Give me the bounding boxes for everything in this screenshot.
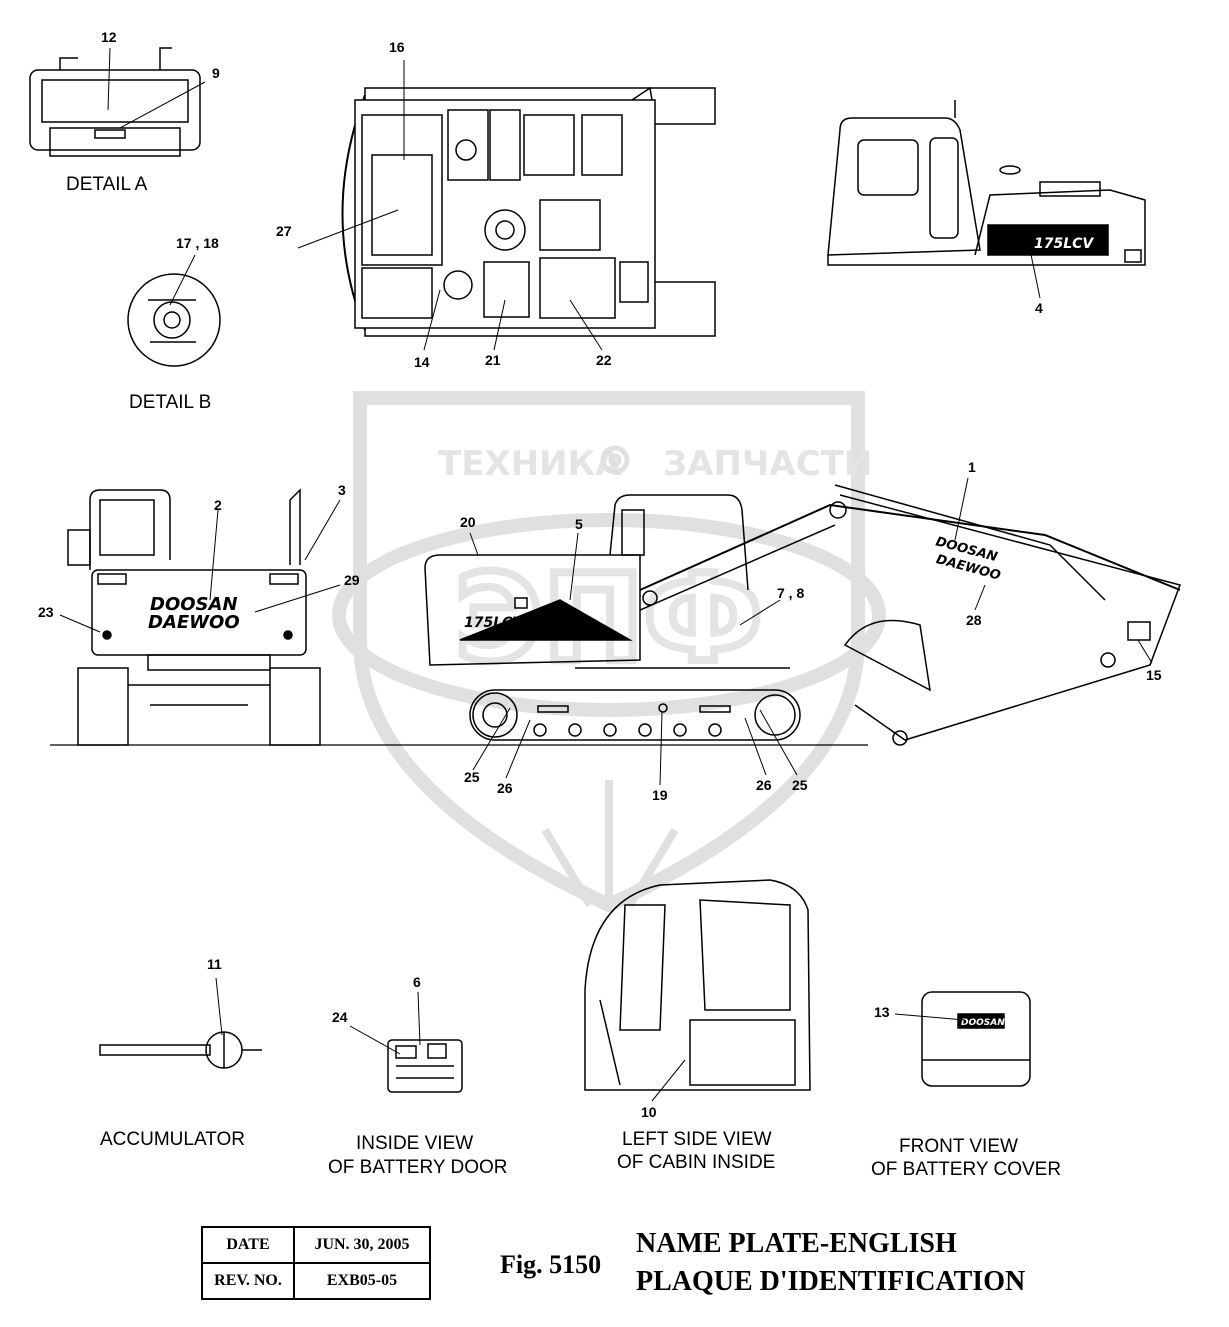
detail-b-label: DETAIL B [129, 392, 211, 413]
accumulator-drawing [99, 1031, 262, 1069]
callout-27: 27 [276, 223, 292, 239]
battery-door-label-line2: OF BATTERY DOOR [328, 1157, 507, 1178]
callout-19: 19 [652, 787, 668, 803]
date-label: DATE [201, 1226, 295, 1264]
revision-row: REV. NO. EXB05-05 [201, 1262, 431, 1300]
cabin-label-line1: LEFT SIDE VIEW [622, 1129, 772, 1150]
revision-label: REV. NO. [201, 1262, 295, 1300]
rear-view-drawing [67, 488, 321, 746]
callout-22: 22 [596, 352, 612, 368]
callout-21: 21 [485, 352, 501, 368]
callout-20: 20 [460, 514, 476, 530]
callout-15: 15 [1146, 667, 1162, 683]
rear-daewoo-logo: DAEWOO [148, 612, 240, 633]
rear-doosan-logo: DOOSAN [150, 594, 238, 615]
watermark-gear-icon [600, 445, 630, 475]
side-view-drawing [827, 100, 1146, 266]
callout-26-right: 26 [756, 777, 772, 793]
callout-24: 24 [332, 1009, 348, 1025]
battery-door-label-line1: INSIDE VIEW [356, 1133, 473, 1154]
top-view-drawing [341, 86, 716, 337]
callout-17-18: 17 , 18 [176, 235, 219, 251]
callout-13: 13 [874, 1004, 890, 1020]
date-value: JUN. 30, 2005 [293, 1226, 431, 1264]
cabin-label-line2: OF CABIN INSIDE [617, 1152, 775, 1173]
callout-7-8: 7 , 8 [777, 585, 804, 601]
battery-cover-label-line2: OF BATTERY COVER [871, 1159, 1061, 1180]
detail-a-drawing [29, 47, 201, 157]
revision-value: EXB05-05 [293, 1262, 431, 1300]
figure-title-line2: PLAQUE D'IDENTIFICATION [636, 1266, 1026, 1297]
view-captions: DETAIL A DETAIL B ACCUMULATOR INSIDE VIE… [66, 174, 1061, 1180]
leader-lines [59, 47, 1153, 1102]
figure-number: Fig. 5150 [500, 1250, 602, 1279]
watermark-left-text: ТЕХНИКА [438, 444, 622, 484]
callout-6: 6 [413, 974, 421, 990]
excavator-drawing [50, 484, 1181, 746]
battery-door-drawing [387, 1039, 463, 1093]
callout-14: 14 [414, 354, 430, 370]
cabin-drawing [584, 879, 811, 1091]
figure-title-line1: NAME PLATE-ENGLISH [636, 1228, 957, 1259]
callout-5: 5 [575, 516, 583, 532]
accumulator-label: ACCUMULATOR [100, 1129, 245, 1150]
callout-26-left: 26 [497, 780, 513, 796]
date-row: DATE JUN. 30, 2005 [201, 1226, 431, 1264]
battery-cover-label-line1: FRONT VIEW [899, 1136, 1018, 1157]
callout-2: 2 [214, 497, 222, 513]
callout-11: 11 [207, 956, 222, 972]
callout-4: 4 [1035, 300, 1043, 316]
callout-28: 28 [966, 612, 982, 628]
main-model-logo: 175LCV [464, 615, 524, 631]
callout-16: 16 [389, 39, 405, 55]
side-model-logo: 175LCV [1034, 236, 1094, 252]
detail-b-drawing [127, 273, 221, 367]
callout-29: 29 [344, 572, 360, 588]
callout-10: 10 [641, 1104, 657, 1120]
callout-12: 12 [101, 29, 117, 45]
callout-25-right: 25 [792, 777, 808, 793]
watermark-right-text: ЗАПЧАСТИ [663, 444, 872, 484]
callout-3: 3 [338, 482, 346, 498]
battery-cover-drawing [921, 991, 1031, 1087]
revision-table: DATE JUN. 30, 2005 REV. NO. EXB05-05 [201, 1226, 431, 1300]
callouts: 12 9 16 17 , 18 27 14 21 22 4 3 2 29 23 … [38, 29, 1162, 1120]
callout-1: 1 [968, 459, 976, 475]
detail-a-label: DETAIL A [66, 174, 148, 195]
callout-9: 9 [212, 65, 220, 81]
callout-25-left: 25 [464, 769, 480, 785]
cover-doosan-logo: DOOSAN [961, 1018, 1005, 1028]
callout-23: 23 [38, 604, 54, 620]
